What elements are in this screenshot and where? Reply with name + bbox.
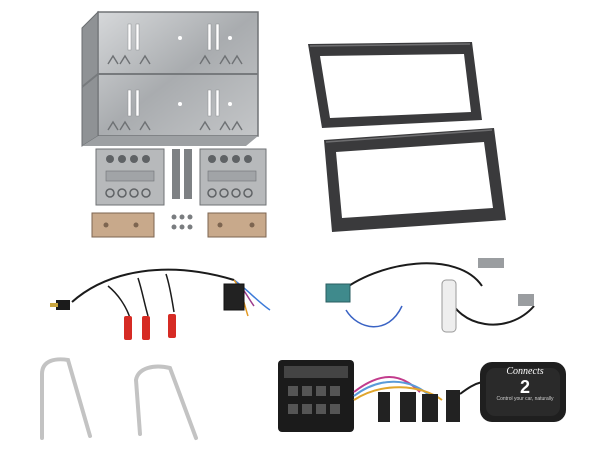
patch-lead-cable xyxy=(48,260,280,346)
side-mounting-brackets xyxy=(88,145,270,240)
removal-keys xyxy=(30,350,230,445)
steering-control-interface xyxy=(270,352,592,442)
brand-number: 2 xyxy=(519,377,530,397)
aerial-adapter-cable xyxy=(318,250,550,346)
brand-word: Connects xyxy=(506,366,544,377)
brand-tagline: Control your car, naturally xyxy=(496,396,554,402)
brand-logo: Connects 2 Control your car, naturally xyxy=(488,366,562,412)
double-din-metal-cage xyxy=(80,8,270,148)
double-din-fascia-panel xyxy=(296,36,532,236)
